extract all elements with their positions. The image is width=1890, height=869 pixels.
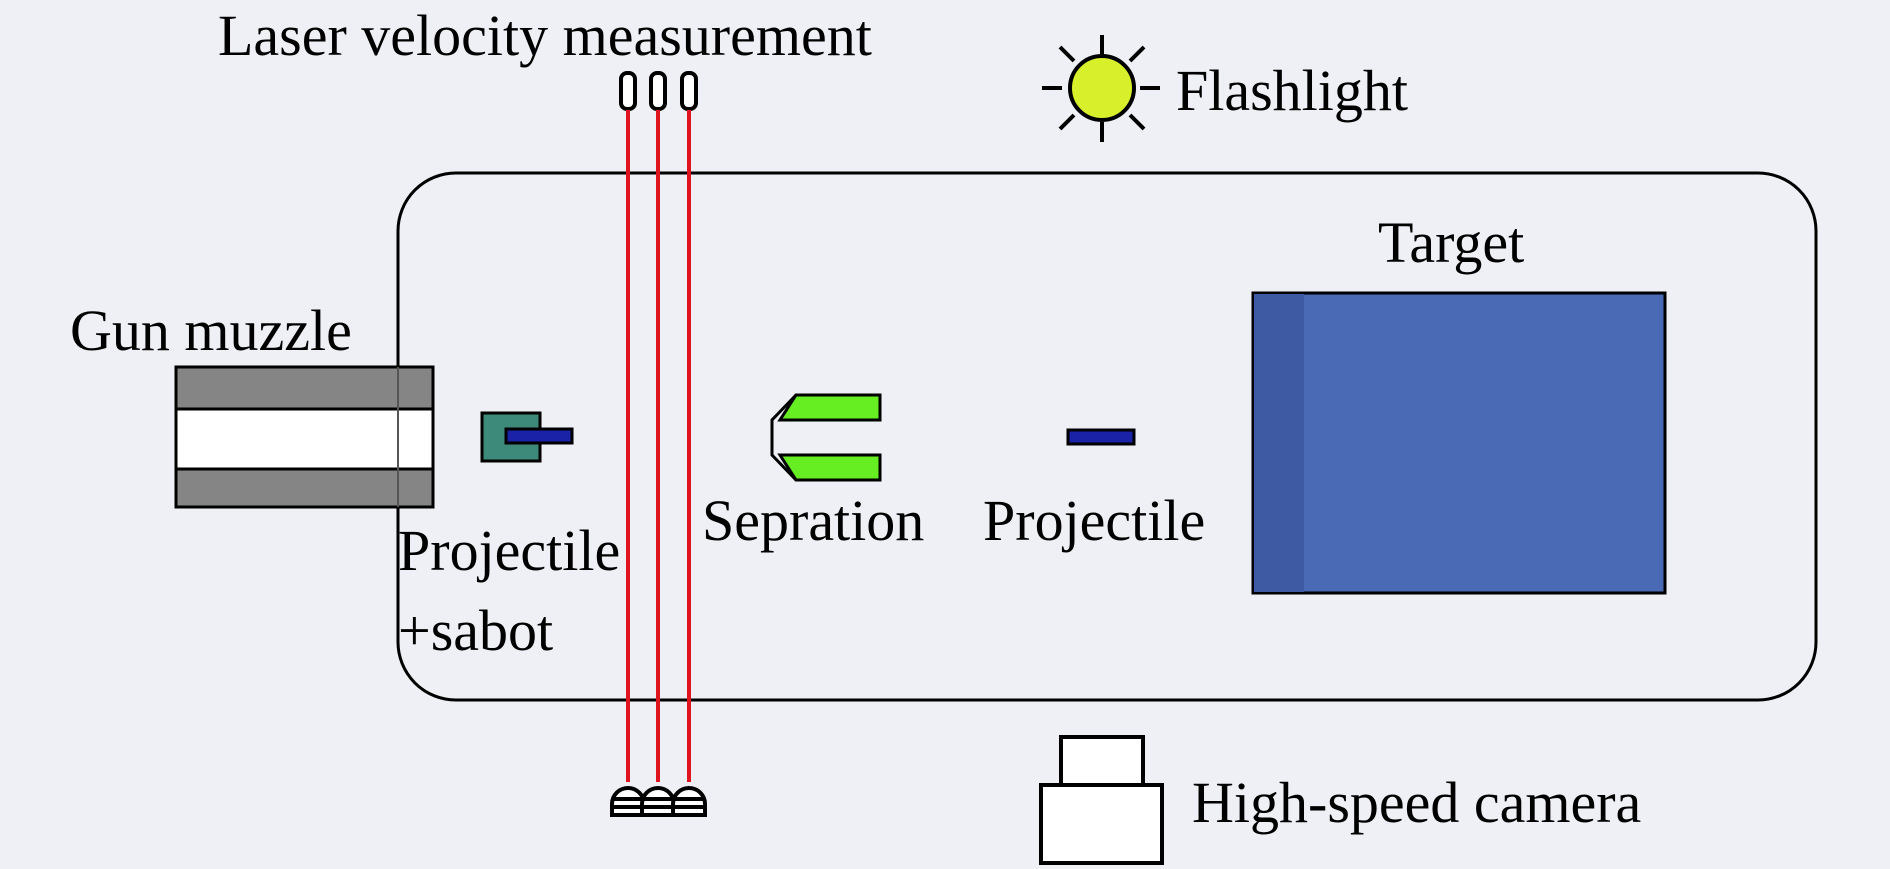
flashlight-label: Flashlight (1176, 58, 1408, 123)
target-label: Target (1378, 210, 1524, 275)
sun-icon (1042, 35, 1160, 142)
gun-muzzle-label: Gun muzzle (70, 298, 352, 363)
projectile-with-sabot (480, 411, 574, 463)
laser-beams (626, 110, 691, 782)
sabot-separation (770, 393, 882, 482)
projectile (1066, 428, 1136, 446)
separation-label: Sepration (702, 488, 924, 553)
target-block (1251, 291, 1667, 595)
projectile-sabot-label-line1: Projectile (398, 518, 620, 583)
camera-icon (1039, 735, 1164, 865)
laser-emitter-icon (619, 71, 698, 111)
laser-receiver-icon (610, 786, 707, 817)
camera-label: High-speed camera (1192, 770, 1641, 835)
laser-velocity-label: Laser velocity measurement (218, 3, 872, 68)
projectile-sabot-label-line2: +sabot (398, 598, 553, 663)
gun-muzzle (174, 365, 435, 509)
target-front-face (1254, 294, 1304, 592)
projectile-label: Projectile (983, 488, 1205, 553)
